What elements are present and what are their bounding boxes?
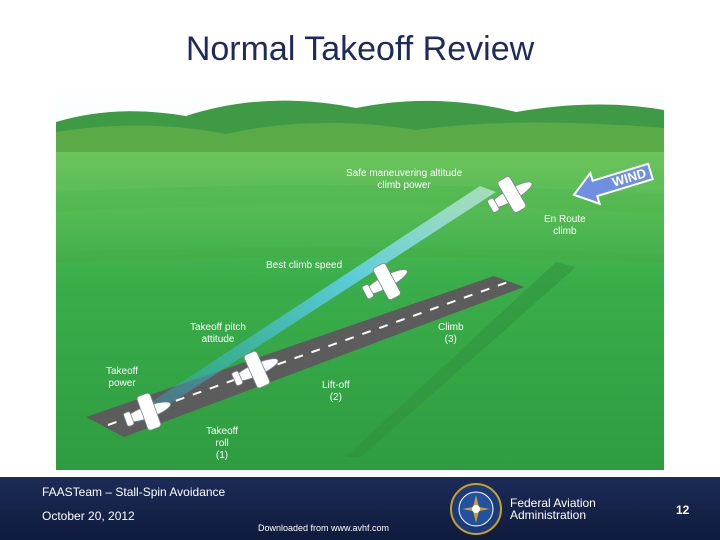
label-takeoff-pitch: Takeoff pitch attitude	[190, 322, 246, 345]
slide-footer: FAASTeam – Stall-Spin Avoidance October …	[0, 477, 720, 540]
takeoff-illustration	[56, 82, 664, 470]
label-climb: Climb (3)	[438, 322, 464, 345]
label-takeoff-power: Takeoff power	[106, 366, 139, 389]
label-en-route: En Route climb	[544, 214, 586, 237]
airplane-icon-roll	[123, 392, 172, 431]
flight-path	[136, 186, 496, 418]
label-best-climb: Best climb speed	[266, 260, 343, 271]
airplane-icon-best-climb	[361, 263, 408, 301]
page-number: 12	[676, 503, 690, 517]
label-safe-maneuvering: Safe maneuvering altitude climb power	[346, 168, 463, 191]
airplane-icon-safe-altitude	[487, 176, 533, 213]
faa-seal-icon	[450, 483, 502, 535]
airplane-icon-liftoff	[231, 350, 279, 389]
slide-title: Normal Takeoff Review	[185, 30, 535, 68]
agency-name: Federal Aviation Administration	[510, 496, 596, 522]
label-takeoff-roll: Takeoff roll (1)	[206, 426, 239, 461]
takeoff-diagram: Safe maneuvering altitude climb power WI…	[56, 82, 664, 470]
wind-arrow-icon	[572, 162, 655, 206]
footer-date: October 20, 2012	[42, 509, 135, 523]
label-liftoff: Lift-off (2)	[322, 380, 350, 403]
footer-title: FAASTeam – Stall-Spin Avoidance	[42, 485, 226, 499]
runway-shadow	[346, 262, 576, 457]
field-band-2	[56, 247, 664, 262]
download-note: Downloaded from www.avhf.com	[258, 523, 390, 533]
